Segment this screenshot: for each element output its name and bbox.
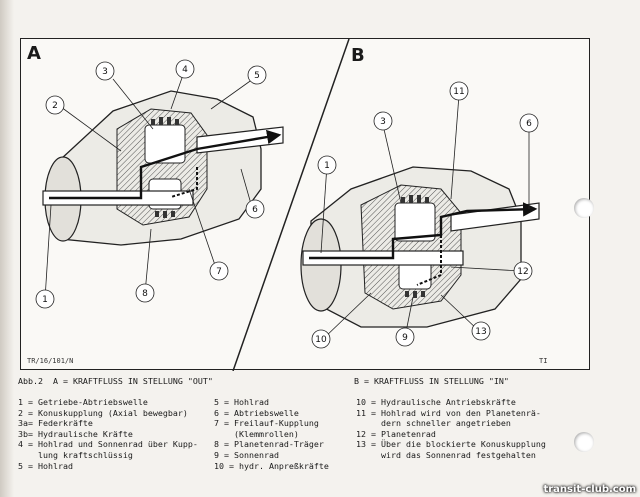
- callout-a-label: 4: [182, 65, 188, 75]
- binder-hole: [574, 432, 594, 452]
- panel-a-assembly: [42, 90, 284, 246]
- page-edge-shadow: [0, 0, 14, 497]
- site-watermark: transit-club.com: [543, 484, 636, 495]
- callout-b-6: [471, 321, 491, 341]
- legend-item: 5 = Hohlrad: [214, 397, 269, 407]
- callout-b-label: 6: [526, 119, 532, 129]
- legend-item: 9 = Sonnenrad: [214, 449, 279, 460]
- panel-b-assembly: [300, 166, 540, 328]
- callout-b-label: 13: [475, 327, 486, 337]
- callout-a-5: [245, 199, 265, 219]
- legend-item: (Klemmrollen): [214, 428, 299, 439]
- callout-b-label: 10: [315, 335, 327, 345]
- legend-item: 8 = Planetenrad-Träger: [214, 439, 324, 450]
- panel-divider: [232, 39, 350, 371]
- callout-a-3: [247, 65, 267, 85]
- legend-item: 4 = Hohlrad und Sonnenrad über Kupp-: [18, 439, 198, 450]
- callout-b-1: [449, 81, 469, 101]
- callout-b-3: [519, 113, 539, 133]
- legend-item: 1 = Getriebe-Abtriebswelle: [18, 397, 148, 407]
- legend-item: 10 = hydr. Anpreßkräfte: [214, 460, 329, 471]
- callout-a-label: 5: [254, 71, 260, 81]
- binder-hole: [574, 198, 594, 218]
- callout-a-label: 3: [102, 67, 108, 77]
- figure-ref-mark: TI: [539, 357, 548, 365]
- legend-item: 13 = Über die blockierte Konuskupplung: [356, 439, 546, 450]
- legend-item: 3b= Hydraulische Kräfte: [18, 428, 133, 439]
- callout-b-label: 3: [380, 117, 386, 127]
- callout-a-6: [209, 261, 229, 281]
- legend-item: dern schneller angetrieben: [356, 418, 511, 429]
- callout-a-4: [45, 95, 65, 115]
- callout-a-7: [135, 283, 155, 303]
- callout-b-5: [513, 261, 533, 281]
- legend-item: 12 = Planetenrad: [356, 428, 436, 439]
- callout-a-2: [175, 59, 195, 79]
- legend-item: 7 = Freilauf-Kupplung: [214, 418, 319, 429]
- figure-ref-code: TR/16/101/N: [27, 357, 74, 365]
- callout-labels-b: 11 3 6 1 12 13 9 10: [315, 87, 532, 345]
- panel-b-label: B: [351, 45, 365, 66]
- callout-b-7: [395, 327, 415, 347]
- callout-a-label: 7: [216, 267, 222, 277]
- legend-column-3: 10 = Hydraulische Antriebskräfte 11 = Ho…: [356, 397, 546, 461]
- caption-title-a: Abb.2 A = KRAFTFLUSS IN STELLUNG "OUT": [18, 376, 213, 386]
- callout-b-8: [311, 329, 331, 349]
- callout-b-label: 9: [402, 333, 408, 343]
- callouts-panel-a: [35, 59, 267, 309]
- legend-item: 3a= Federkräfte: [18, 418, 93, 429]
- caption-title-b: B = KRAFTFLUSS IN STELLUNG "IN": [354, 376, 509, 386]
- legend-item: 11 = Hohlrad wird von den Planetenrä-: [356, 407, 541, 418]
- legend-item: 5 = Hohlrad: [18, 460, 73, 471]
- legend-item: 6 = Abtriebswelle: [214, 407, 299, 418]
- callouts-panel-b: [311, 81, 539, 349]
- diagram-frame: 3 4 5 2 6 7 8 1: [20, 38, 590, 371]
- callout-b-2: [373, 111, 393, 131]
- overdrive-diagram: 3 4 5 2 6 7 8 1: [35, 39, 540, 371]
- legend-item: wird das Sonnenrad festgehalten: [356, 449, 536, 460]
- legend-item: 2 = Konuskupplung (Axial bewegbar): [18, 407, 188, 418]
- callout-b-label: 1: [324, 161, 330, 171]
- callout-a-label: 8: [142, 289, 148, 299]
- legend-item: lung kraftschlüssig: [18, 449, 133, 460]
- legend-item: 10 = Hydraulische Antriebskräfte: [356, 397, 516, 407]
- callout-a-label: 6: [252, 205, 258, 215]
- callout-a-label: 1: [42, 295, 48, 305]
- callout-a-1: [95, 61, 115, 81]
- legend-column-2: 5 = Hohlrad 6 = Abtriebswelle 7 = Freila…: [214, 397, 329, 471]
- legend-column-1: 1 = Getriebe-Abtriebswelle 2 = Konuskupp…: [18, 397, 198, 471]
- callout-labels-a: 3 4 5 2 6 7 8 1: [42, 65, 260, 305]
- callout-a-label: 2: [52, 101, 58, 111]
- callout-a-8: [35, 289, 55, 309]
- callout-b-4: [317, 155, 337, 175]
- callout-b-label: 11: [453, 87, 464, 97]
- callout-b-label: 12: [517, 267, 528, 277]
- panel-a-label: A: [27, 43, 41, 64]
